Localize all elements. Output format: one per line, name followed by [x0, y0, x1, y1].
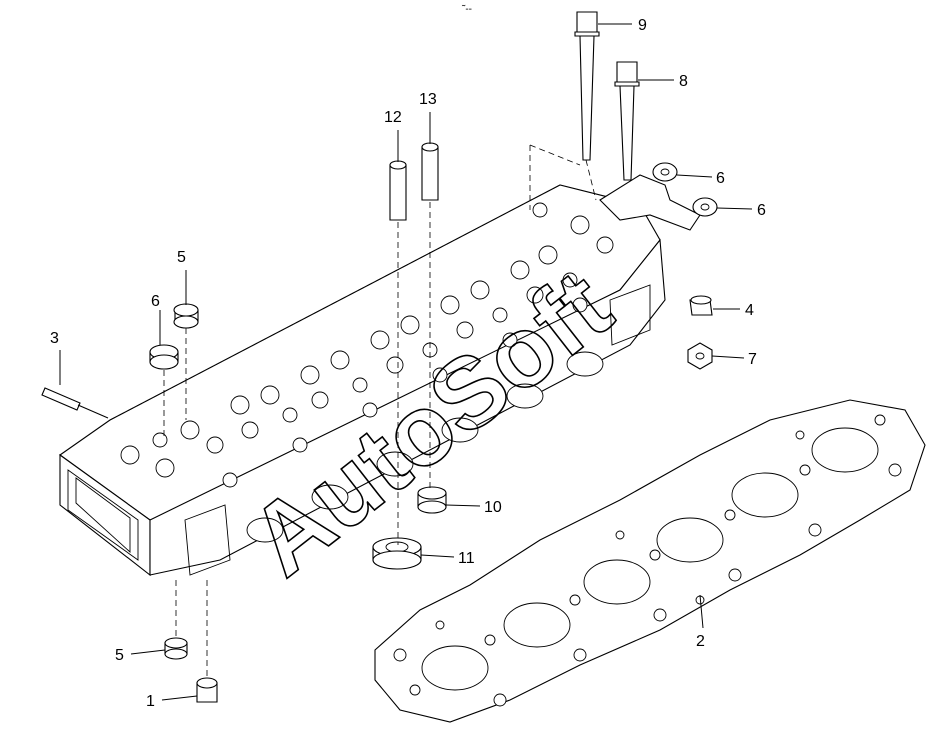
seal-11 — [372, 537, 422, 570]
callout-10: 10 — [484, 499, 502, 516]
nut — [687, 342, 713, 370]
seal-10 — [417, 486, 447, 514]
assembly-lines — [163, 144, 581, 680]
callout-6-upper-right: 6 — [716, 170, 725, 187]
gasket-small-holes — [393, 414, 902, 707]
plug — [196, 677, 218, 703]
callout-5-lower: 5 — [115, 647, 124, 664]
cylinder-head — [59, 184, 666, 577]
callout-4: 4 — [745, 302, 754, 319]
dowel-sleeve-13 — [421, 142, 439, 201]
callout-5-upper: 5 — [177, 249, 186, 266]
cylinder-head-bolt-long — [574, 11, 600, 201]
callout-7: 7 — [748, 351, 757, 368]
callout-13: 13 — [419, 91, 437, 108]
top-mark: ˜-- — [461, 4, 472, 15]
seal-ring-upper — [173, 303, 199, 329]
washer-left — [149, 344, 179, 370]
callout-9: 9 — [638, 17, 647, 34]
head-gasket — [374, 399, 926, 723]
gasket-bores — [421, 427, 879, 691]
washer-upper — [652, 162, 678, 182]
stud — [41, 387, 109, 419]
callouts: 9 8 6 6 4 7 10 11 12 13 5 6 3 5 1 2 — [50, 17, 766, 710]
callout-12: 12 — [384, 109, 402, 126]
exhaust-ports — [246, 351, 604, 543]
deck-holes — [120, 202, 614, 488]
cylinder-head-bolt-short — [614, 61, 640, 181]
seal-ring-lower — [164, 637, 188, 660]
callout-1: 1 — [146, 693, 155, 710]
dowel-sleeve-12 — [389, 160, 407, 221]
callout-11: 11 — [458, 550, 475, 567]
callout-3: 3 — [50, 330, 59, 347]
callout-6-left: 6 — [151, 293, 160, 310]
callout-6-lower-right: 6 — [757, 202, 766, 219]
fitting — [689, 295, 713, 316]
washer-lower — [692, 197, 718, 217]
callout-2: 2 — [696, 633, 705, 650]
callout-8: 8 — [679, 73, 688, 90]
